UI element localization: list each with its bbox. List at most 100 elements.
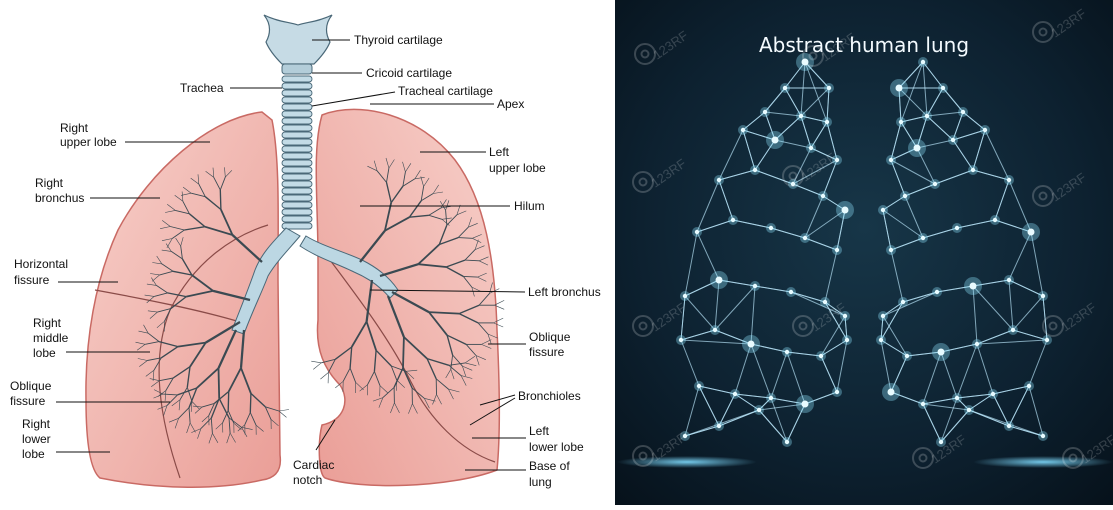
network-node — [748, 341, 755, 348]
network-node — [889, 248, 893, 252]
dark-background — [615, 0, 1113, 505]
tracheal-ring — [282, 153, 312, 159]
label-hilum: Hilum — [514, 199, 545, 213]
tracheal-ring — [282, 104, 312, 110]
trachea-rings — [282, 76, 312, 229]
tracheal-ring — [282, 181, 312, 187]
tracheal-ring — [282, 209, 312, 215]
network-node — [951, 138, 955, 142]
network-node — [757, 408, 761, 412]
network-node — [827, 86, 831, 90]
label-left-upper-lobe-line1: Left — [489, 145, 510, 159]
network-node — [679, 338, 683, 342]
label-left-lower-lobe-line1: Left — [529, 424, 550, 438]
network-node — [967, 408, 971, 412]
network-node — [1011, 328, 1015, 332]
tracheal-ring — [282, 111, 312, 117]
network-node — [925, 114, 929, 118]
label-right-lower-lobe-line1: Right — [22, 417, 51, 431]
network-node — [835, 390, 839, 394]
label-right-lower-lobe-line2: lower — [22, 432, 51, 446]
network-node — [889, 158, 893, 162]
network-node — [819, 354, 823, 358]
label-right-middle-lobe-line3: lobe — [33, 346, 56, 360]
label-oblique-fissure-left-line2: fissure — [529, 345, 565, 359]
label-right-lower-lobe-line3: lobe — [22, 447, 45, 461]
label-horizontal-fissure-line2: fissure — [14, 273, 50, 287]
network-node — [713, 328, 717, 332]
label-thyroid-cartilage: Thyroid cartilage — [354, 33, 443, 47]
left-lung — [316, 109, 499, 485]
tracheal-ring — [282, 76, 312, 82]
network-node — [955, 226, 959, 230]
bronchiole-branch — [279, 410, 289, 412]
network-node — [921, 236, 925, 240]
tracheal-ring — [282, 118, 312, 124]
tracheal-ring — [282, 167, 312, 173]
network-node — [971, 168, 975, 172]
network-node — [753, 168, 757, 172]
bronchiole-branch — [403, 337, 404, 368]
network-node — [842, 207, 849, 214]
network-node — [921, 60, 925, 64]
label-apex: Apex — [497, 97, 524, 111]
label-cricoid-cartilage: Cricoid cartilage — [366, 66, 452, 80]
label-right-upper-lobe-line1: Right — [60, 121, 89, 135]
network-node — [821, 194, 825, 198]
network-node — [899, 120, 903, 124]
floor-glow-left — [617, 456, 757, 468]
label-right-bronchus-line2: bronchus — [35, 191, 84, 205]
tracheal-ring — [282, 195, 312, 201]
network-node — [970, 283, 977, 290]
network-node — [921, 402, 925, 406]
network-node — [975, 342, 979, 346]
network-node — [1045, 338, 1049, 342]
label-left-bronchus: Left bronchus — [528, 285, 601, 299]
network-node — [769, 226, 773, 230]
network-node — [955, 396, 959, 400]
network-node — [845, 338, 849, 342]
tracheal-ring — [282, 216, 312, 222]
network-node — [717, 178, 721, 182]
label-oblique-fissure-right-line1: Oblique — [10, 379, 52, 393]
network-node — [799, 114, 803, 118]
network-node — [1007, 424, 1011, 428]
network-node — [763, 110, 767, 114]
label-trachea: Trachea — [180, 81, 224, 95]
network-node — [717, 424, 721, 428]
lung-anatomy-diagram: Thyroid cartilage Trachea Cricoid cartil… — [0, 0, 612, 505]
network-node — [991, 392, 995, 396]
network-node — [1041, 434, 1045, 438]
tracheal-ring — [282, 132, 312, 138]
tracheal-ring — [282, 83, 312, 89]
lung-anatomy-svg: Thyroid cartilage Trachea Cricoid cartil… — [0, 0, 612, 505]
tracheal-ring — [282, 139, 312, 145]
network-node — [741, 128, 745, 132]
tracheal-ring — [282, 97, 312, 103]
tracheal-ring — [282, 160, 312, 166]
network-node — [1027, 384, 1031, 388]
tracheal-ring — [282, 174, 312, 180]
network-node — [1007, 278, 1011, 282]
network-node — [933, 182, 937, 186]
network-node — [731, 218, 735, 222]
label-bronchioles: Bronchioles — [518, 389, 581, 403]
network-node — [961, 110, 965, 114]
network-node — [935, 290, 939, 294]
bronchiole-branch — [313, 363, 321, 370]
network-node — [905, 354, 909, 358]
network-node — [785, 350, 789, 354]
network-node — [823, 300, 827, 304]
label-left-lower-lobe-line2: lower lobe — [529, 440, 584, 454]
network-node — [1007, 178, 1011, 182]
network-node — [888, 389, 895, 396]
network-node — [993, 218, 997, 222]
label-base-of-lung-line1: Base of — [529, 459, 570, 473]
network-node — [802, 401, 809, 408]
bronchiole-branch — [228, 392, 229, 411]
network-node — [809, 146, 813, 150]
network-node — [896, 85, 903, 92]
network-node — [1028, 229, 1035, 236]
